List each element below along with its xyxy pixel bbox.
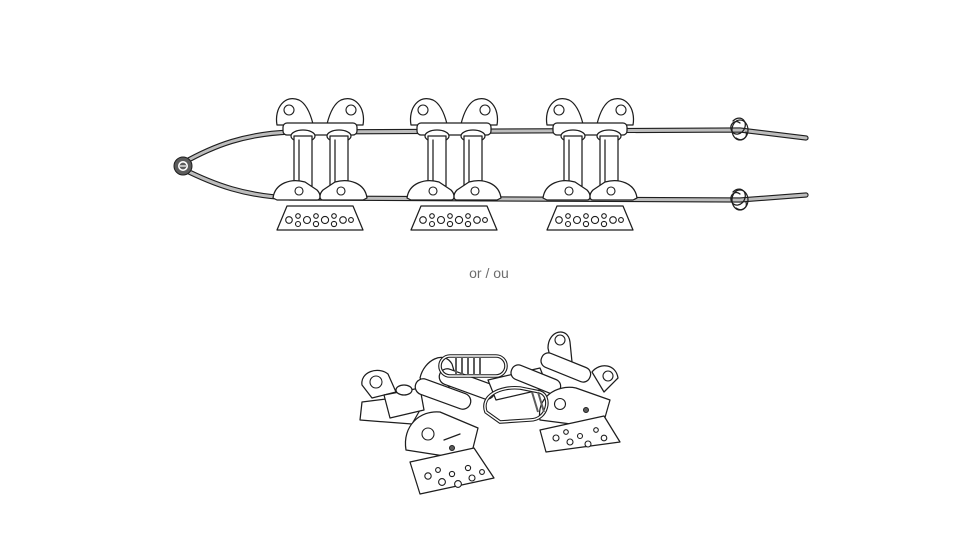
carabiner-icon [483,386,549,424]
rope-loop-ring-icon [173,156,193,176]
separator-label: or / ou [469,265,509,281]
device-3 [542,97,638,231]
bottom-configuration [359,331,621,495]
device-front-left [404,368,496,495]
device-1 [272,97,368,231]
knot-icon [730,117,749,141]
knot-icon [730,188,749,211]
carabiner-icon [438,354,508,378]
device-front-right [510,352,621,453]
device-2 [406,97,502,231]
top-configuration [173,97,809,231]
